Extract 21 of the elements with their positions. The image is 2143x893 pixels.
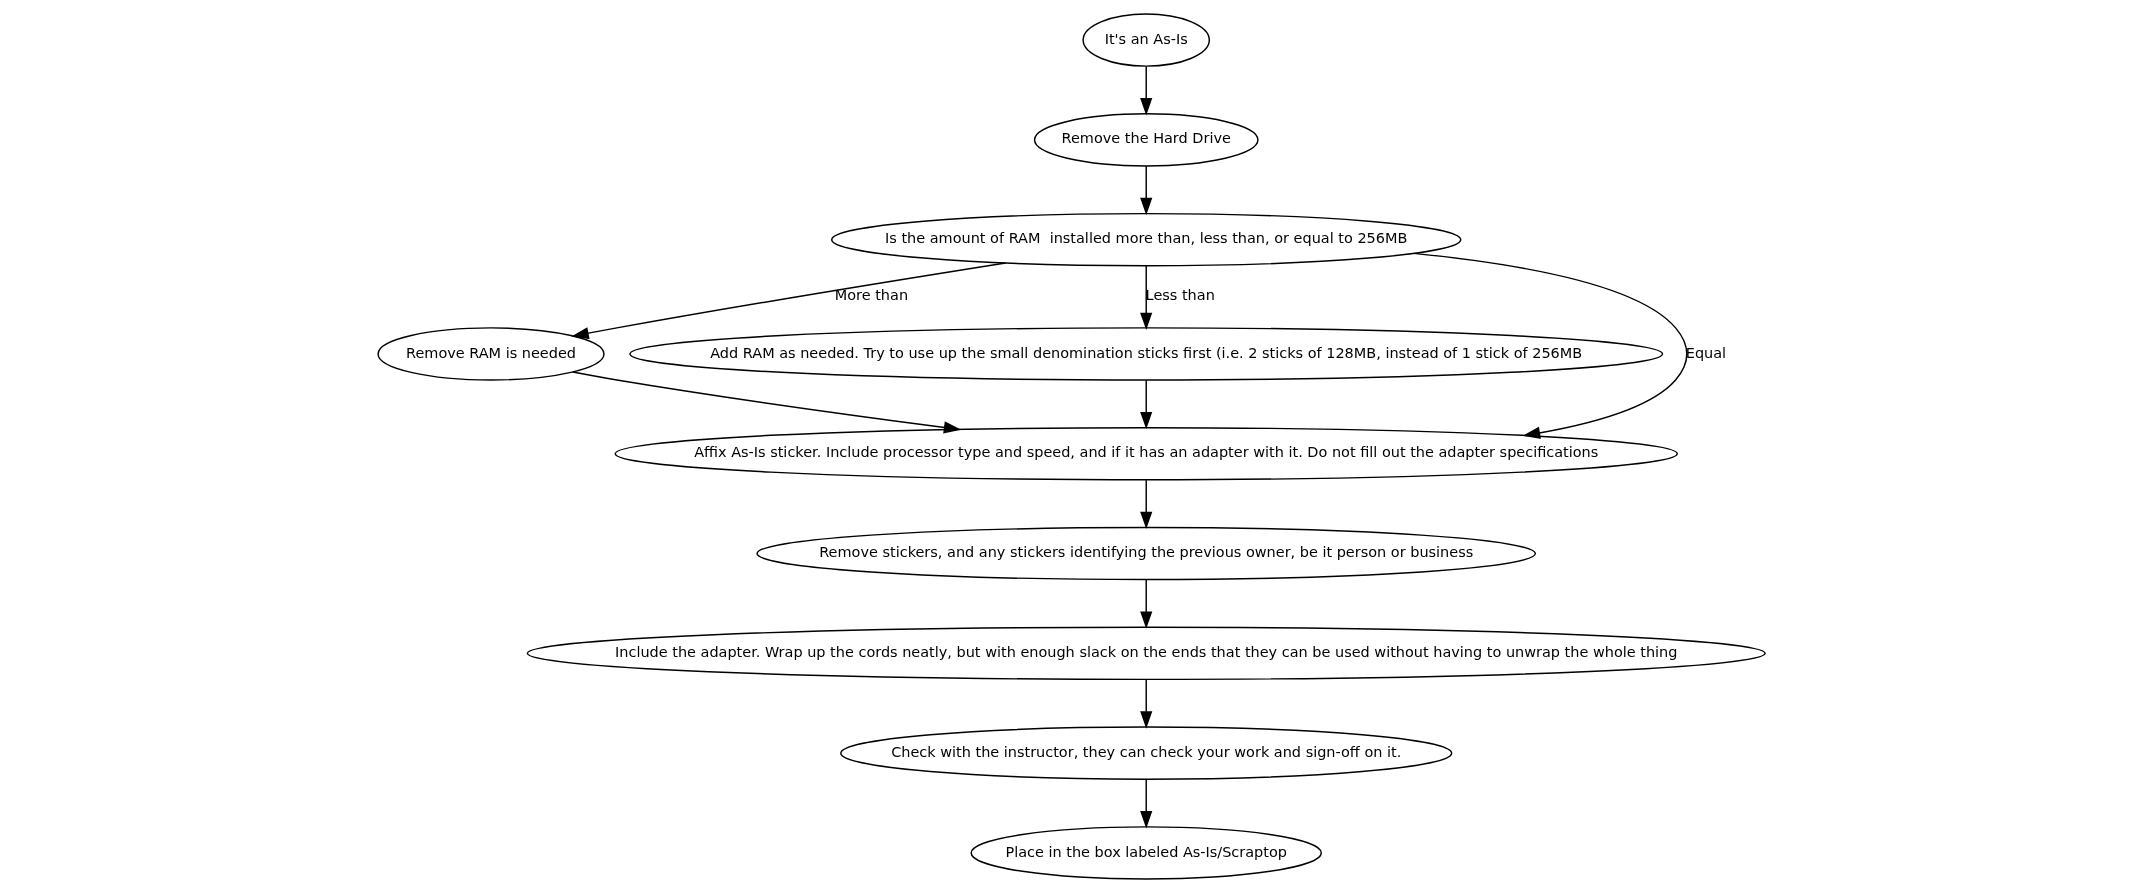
- node-ellipse: Check with the instructor, they can check your work and sign-off on it.: [840, 726, 1453, 780]
- arrow: [1140, 165, 1153, 216]
- node-ellipse: Add RAM as needed. Try to use up the small denomination sticks first (i.e. 2 sticks of 128MB, instead of 1 stick of 256MB: [629, 327, 1664, 381]
- arrow: [572, 371, 962, 434]
- edge-label: Equal: [1685, 344, 1727, 361]
- arrow: [1413, 252, 1688, 439]
- arrow: [1140, 778, 1153, 829]
- arrow: [571, 262, 1007, 340]
- arrow: [1140, 579, 1153, 629]
- node-ellipse: Include the adapter. Wrap up the cords neatly, but with enough slack on the ends that they can be used without having to unwrap the whole thing: [526, 626, 1766, 681]
- arrow: [1140, 65, 1153, 116]
- arrow: [1140, 679, 1153, 729]
- node-ellipse: It's an As-Is: [1082, 13, 1211, 67]
- edge-label: Less than: [1145, 287, 1215, 304]
- edge-label: More than: [834, 287, 909, 304]
- arrow: [1140, 379, 1153, 430]
- node-ellipse: Place in the box labeled As-Is/Scraptop: [970, 826, 1322, 880]
- node-ellipse: Remove the Hard Drive: [1033, 113, 1259, 167]
- arrow: [1140, 479, 1153, 530]
- node-ellipse: Is the amount of RAM installed more than, less than, or equal to 256MB: [831, 212, 1462, 267]
- node-ellipse: Remove stickers, and any stickers identifying the previous owner, be it person or business: [756, 526, 1537, 581]
